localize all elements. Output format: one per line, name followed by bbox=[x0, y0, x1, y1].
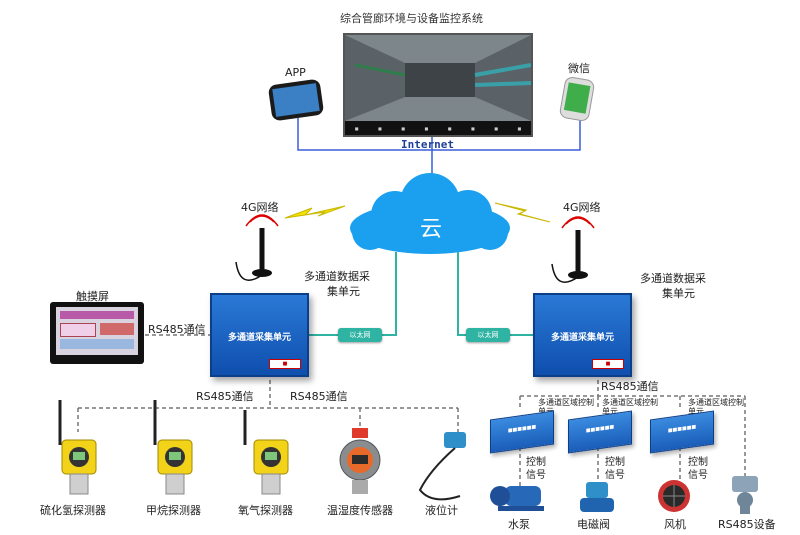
rs485-right-label: RS485通信 bbox=[601, 380, 659, 393]
unit-right-label: 多通道采集单元 bbox=[550, 333, 614, 344]
data-acquisition-unit-right: 多通道采集单元 ■ bbox=[533, 293, 632, 377]
ethernet-badge-left: 以太网 bbox=[338, 328, 382, 342]
app-phone-icon bbox=[267, 78, 325, 122]
touchscreen-label: 触摸屏 bbox=[76, 290, 109, 303]
h2s-detector-icon bbox=[58, 400, 97, 495]
app-label: APP bbox=[285, 66, 306, 79]
screen-menu-bar: ■■■■■■■■ bbox=[345, 121, 531, 135]
internet-line bbox=[297, 118, 581, 151]
water-pump-icon bbox=[490, 486, 544, 511]
rs485-touch-label: RS485通信 bbox=[148, 323, 206, 336]
unit-left-label: 多通道采集单元 bbox=[227, 333, 291, 344]
unit-left-caption-2: 集单元 bbox=[327, 285, 360, 298]
system-title: 综合管廊环境与设备监控系统 bbox=[340, 12, 483, 25]
oxygen-detector-icon bbox=[243, 410, 289, 495]
solenoid-valve-icon bbox=[580, 482, 614, 512]
ethernet-line-right bbox=[457, 252, 533, 336]
data-acquisition-unit-left: 多通道采集单元 ■ bbox=[210, 293, 309, 377]
methane-detector-icon bbox=[153, 400, 193, 495]
rs485-device-icon bbox=[732, 476, 758, 514]
unit-left-caption-1: 多通道数据采 bbox=[304, 270, 370, 283]
cloud-label: 云 bbox=[420, 217, 442, 242]
ethernet-line-left bbox=[305, 252, 397, 336]
wechat-label: 微信 bbox=[568, 62, 590, 75]
rs485-left-label-2: RS485通信 bbox=[290, 390, 348, 403]
control-signal-label-1: 控制信号 bbox=[526, 457, 546, 481]
network-left-label: 4G网络 bbox=[241, 201, 279, 214]
cloud-icon bbox=[350, 173, 510, 254]
antenna-left-icon bbox=[235, 214, 279, 281]
lightning-left-icon bbox=[284, 205, 346, 219]
monitoring-screen: ■■■■■■■■ bbox=[343, 33, 533, 137]
level-gauge-icon bbox=[418, 432, 466, 501]
unit-right-caption-2: 集单元 bbox=[662, 287, 695, 300]
sensor-label-methane: 甲烷探测器 bbox=[146, 504, 201, 517]
temperature-humidity-sensor-icon bbox=[339, 428, 381, 494]
lightning-right-icon bbox=[494, 202, 551, 223]
rs485-left-label-1: RS485通信 bbox=[196, 390, 254, 403]
fan-icon bbox=[658, 480, 690, 512]
network-right-label: 4G网络 bbox=[563, 201, 601, 214]
device-label-rs485: RS485设备 bbox=[718, 518, 776, 531]
zone-caption-3: 多通道区域控制单元 bbox=[688, 398, 744, 416]
control-signal-label-3: 控制信号 bbox=[688, 457, 708, 481]
unit-right-brand-tag: ■ bbox=[592, 359, 624, 369]
zone-caption-2: 多通道区域控制单元 bbox=[602, 398, 658, 416]
antenna-right-icon bbox=[551, 216, 595, 283]
ethernet-badge-right: 以太网 bbox=[466, 328, 510, 342]
sensor-label-level: 液位计 bbox=[425, 504, 458, 517]
device-label-pump: 水泵 bbox=[508, 518, 530, 531]
tunnel-image bbox=[345, 35, 532, 121]
internet-label: Internet bbox=[401, 138, 454, 151]
device-label-valve: 电磁阀 bbox=[577, 518, 610, 531]
touchscreen-display bbox=[56, 307, 138, 355]
sensor-label-oxygen: 氧气探测器 bbox=[238, 504, 293, 517]
sensor-label-h2s: 硫化氢探测器 bbox=[40, 504, 106, 517]
control-signal-label-2: 控制信号 bbox=[605, 457, 625, 481]
touchscreen-device bbox=[50, 302, 144, 364]
unit-left-brand-tag: ■ bbox=[269, 359, 301, 369]
unit-right-caption-1: 多通道数据采 bbox=[640, 272, 706, 285]
sensor-label-temp-humidity: 温湿度传感器 bbox=[327, 504, 393, 517]
device-label-fan: 风机 bbox=[664, 518, 686, 531]
